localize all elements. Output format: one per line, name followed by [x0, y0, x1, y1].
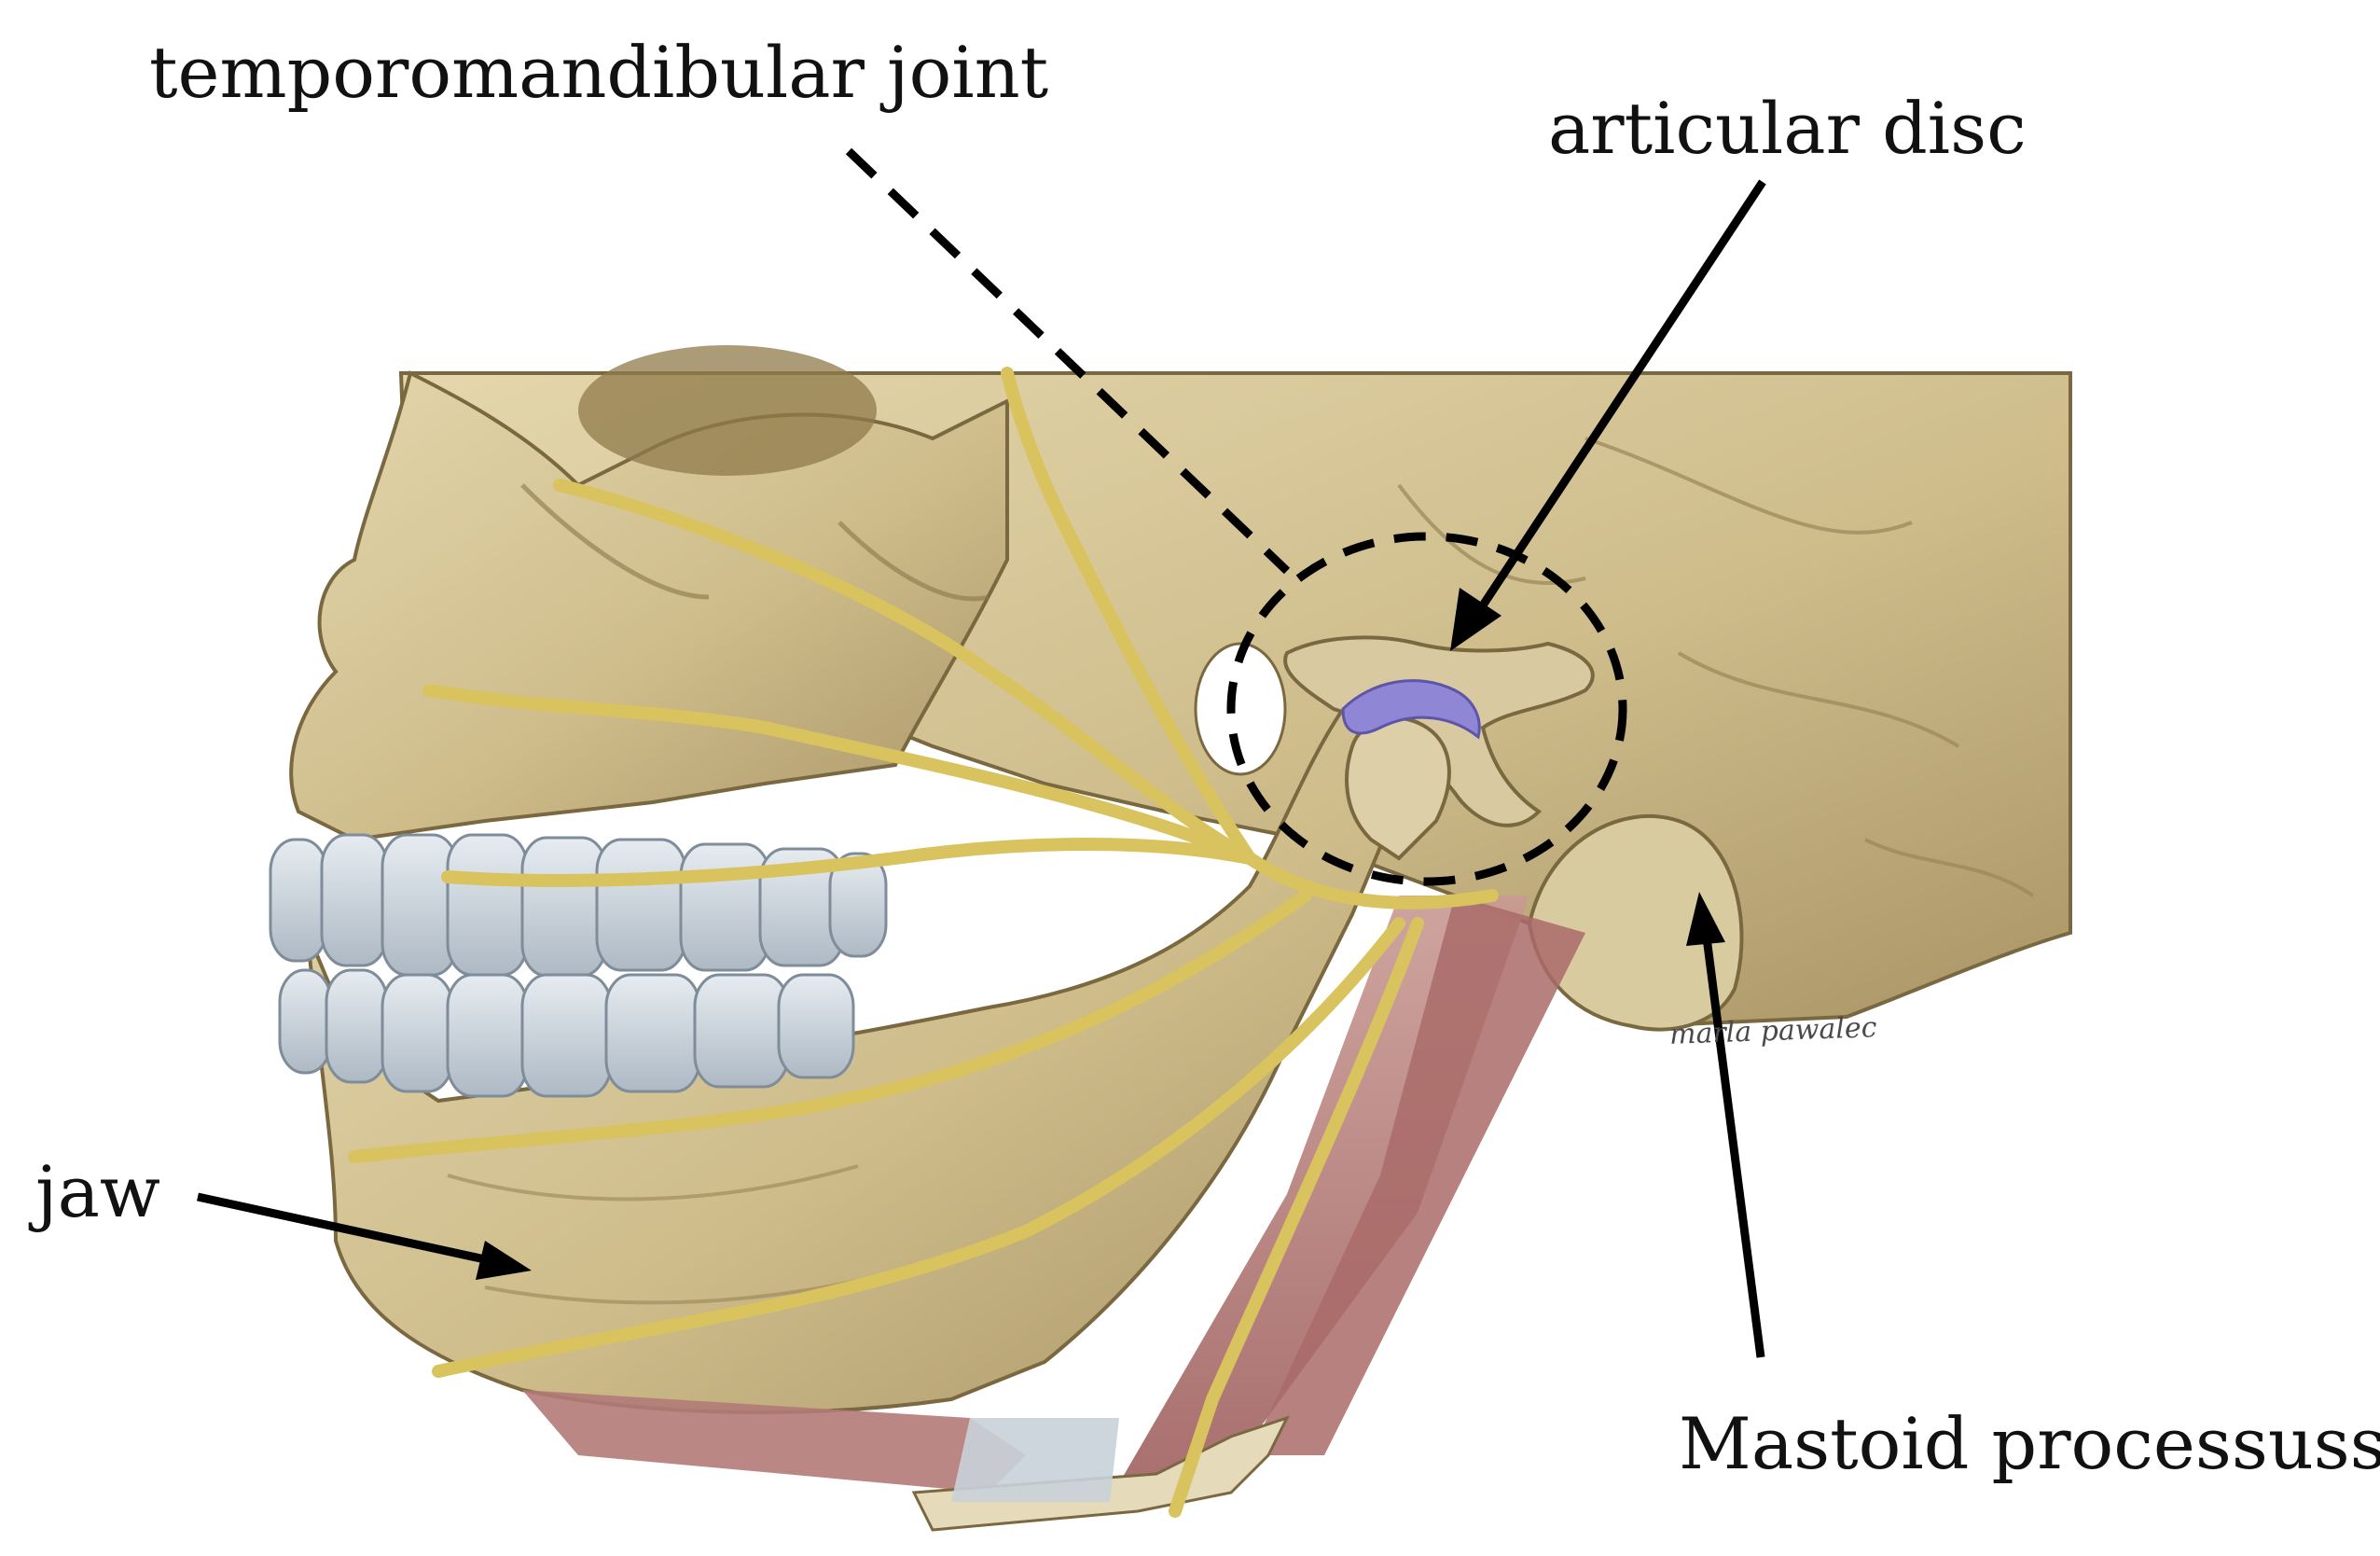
tooth [595, 838, 687, 972]
neck-muscles [522, 896, 1585, 1493]
tendon [951, 1418, 1119, 1502]
tooth [278, 968, 333, 1075]
temporomandibular-joint-label: temporomandibular joint [149, 31, 1049, 114]
jaw-pointer-arrowhead [476, 1241, 532, 1280]
joint-highlight-circle [1226, 532, 1627, 886]
tooth [381, 973, 454, 1093]
tooth [269, 838, 328, 963]
mastoid-pointer-arrowhead [1686, 892, 1725, 946]
tooth [693, 973, 790, 1089]
tooth [320, 833, 389, 967]
tooth [520, 973, 613, 1098]
joint-detail [1194, 635, 1595, 861]
tmj-pointer-line [845, 147, 1291, 575]
tooth [679, 842, 771, 972]
tooth [446, 833, 529, 977]
tooth [520, 836, 608, 978]
external-acoustic-opening [1194, 642, 1287, 776]
jaw-label: jaw [35, 1150, 160, 1233]
jaw-pointer-line [197, 1192, 486, 1264]
disc-pointer-line [1477, 179, 1766, 611]
mastoid-process [1527, 814, 1744, 1032]
articular-disc-label: articular disc [1548, 87, 2027, 170]
tooth [446, 973, 529, 1098]
tooth [325, 968, 389, 1084]
annotation-lines [197, 147, 1766, 1358]
mastoid-process-label: Mastoid processuss [1679, 1402, 2380, 1485]
teeth [269, 833, 888, 1098]
mastoid-pointer-line [1702, 937, 1765, 1358]
orbit [578, 345, 877, 476]
tooth [381, 833, 459, 977]
facial-nerve [348, 367, 1499, 1518]
disc-pointer-arrowhead [1450, 588, 1501, 651]
tooth [777, 973, 855, 1079]
tooth [828, 852, 888, 958]
face-skull [289, 345, 1009, 842]
articular-disc [1341, 679, 1481, 740]
tooth [604, 973, 701, 1093]
